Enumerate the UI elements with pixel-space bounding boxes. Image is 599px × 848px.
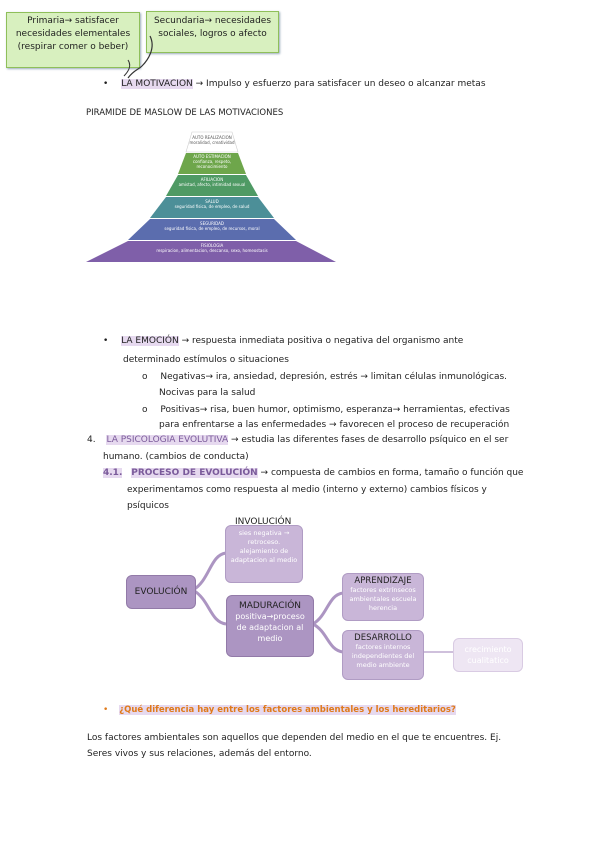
- answer-line-1: Los factores ambientales son aquellos qu…: [87, 733, 502, 743]
- node-maduracion: MADURACIÓN positiva→proceso de adaptacio…: [226, 595, 314, 657]
- psicologia-definition-2: humano. (cambios de conducta): [103, 452, 249, 462]
- node-aprendizaje: APRENDIZAJE factores extrínsecos ambient…: [342, 573, 424, 621]
- bullet: •: [103, 79, 109, 89]
- node-evolucion: EVOLUCIÓN: [126, 575, 196, 609]
- emocion-definition: → respuesta inmediata positiva o negativ…: [181, 336, 464, 346]
- bullet: •: [103, 705, 109, 715]
- node-desarrollo: DESARROLLO factores internos independien…: [342, 630, 424, 680]
- note-secundaria-text: Secundaria→ necesidades sociales, logros…: [153, 16, 272, 39]
- note-connectors: [123, 35, 153, 79]
- bullet: •: [103, 336, 109, 346]
- piramide-title: PIRAMIDE DE MASLOW DE LAS MOTIVACIONES: [86, 108, 284, 118]
- pyramid-level-2: [178, 153, 246, 174]
- diagram-connectors: [192, 551, 453, 654]
- pyramid-level-4: [150, 197, 274, 218]
- pyramid-level-5: [128, 219, 296, 240]
- question-line: • ¿Qué diferencia hay entre los factores…: [103, 703, 523, 717]
- proceso-definition: → compuesta de cambios en forma, tamaño …: [260, 468, 524, 478]
- emocion-term: LA EMOCIÓN: [121, 336, 179, 346]
- subsection-number: 4.1.: [103, 468, 123, 478]
- list-marker: o: [142, 372, 148, 382]
- maslow-pyramid: [86, 131, 336, 262]
- node-involucion: sies negativa → retroceso. alejamiento d…: [225, 525, 303, 583]
- section-number: 4.: [87, 435, 96, 445]
- psicologia-term: LA PSICOLOGIA EVOLUTIVA: [106, 435, 229, 445]
- psicologia-line: 4. LA PSICOLOGIA EVOLUTIVA → estudia las…: [87, 433, 527, 447]
- emocion-item-negativas: o Negativas→ ira, ansiedad, depresión, e…: [142, 372, 508, 382]
- node-crecimiento: crecimiento cualitatico: [453, 638, 523, 672]
- motivacion-definition: → Impulso y esfuerzo para satisfacer un …: [195, 79, 486, 89]
- note-primaria-text: Primaria→ satisfacer necesidades element…: [15, 16, 131, 52]
- note-secundaria: Secundaria→ necesidades sociales, logros…: [146, 11, 279, 53]
- emocion-item-positivas-2: para enfrentarse a las enfermedades → fa…: [159, 420, 510, 430]
- psicologia-definition: → estudia las diferentes fases de desarr…: [230, 435, 509, 445]
- pyramid-level-1: [185, 131, 239, 153]
- note-primaria: Primaria→ satisfacer necesidades element…: [6, 12, 140, 68]
- pyramid-level-6: [86, 241, 336, 262]
- proceso-definition-3: psíquicos: [127, 501, 169, 511]
- emocion-item-positivas: o Positivas→ risa, buen humor, optimismo…: [142, 405, 510, 415]
- proceso-line: 4.1. PROCESO DE EVOLUCIÓN → compuesta de…: [103, 466, 533, 480]
- motivacion-term: LA MOTIVACION: [121, 79, 193, 89]
- question-text: ¿Qué diferencia hay entre los factores a…: [119, 705, 456, 715]
- proceso-term: PROCESO DE EVOLUCIÓN: [131, 468, 258, 478]
- emocion-definition-2: determinado estímulos o situaciones: [123, 355, 289, 365]
- proceso-definition-2: experimentamos como respuesta al medio (…: [127, 485, 487, 495]
- emocion-item-negativas-2: Nocivas para la salud: [159, 388, 256, 398]
- node-involucion-title: INVOLUCIÓN: [235, 517, 292, 527]
- list-marker: o: [142, 405, 148, 415]
- answer-line-2: Seres vivos y sus relaciones, además del…: [87, 749, 312, 759]
- emocion-line: • LA EMOCIÓN → respuesta inmediata posit…: [103, 334, 523, 348]
- pyramid-level-3: [166, 175, 258, 196]
- motivacion-line: • LA MOTIVACION → Impulso y esfuerzo par…: [103, 77, 523, 91]
